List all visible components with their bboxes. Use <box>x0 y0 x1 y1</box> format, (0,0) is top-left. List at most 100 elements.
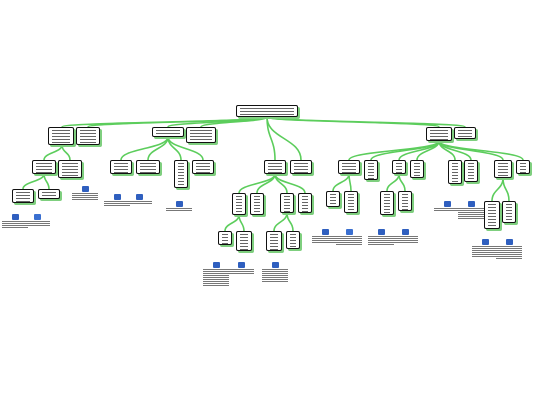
subtopic-node[interactable] <box>398 191 412 211</box>
connector-line <box>200 116 268 128</box>
subtopic-node[interactable] <box>136 160 160 174</box>
connector-line <box>398 173 406 192</box>
topic-node-left-b[interactable] <box>76 127 100 145</box>
connector-line <box>274 173 306 194</box>
subtopic-node[interactable] <box>12 189 34 203</box>
link-icon <box>467 201 475 207</box>
connector-line <box>238 214 245 232</box>
resource-leaf[interactable] <box>336 229 362 245</box>
topic-node-center-b[interactable] <box>186 127 216 143</box>
subtopic-node[interactable] <box>410 160 424 178</box>
connector-line <box>416 140 440 161</box>
subtopic-node[interactable] <box>392 160 406 174</box>
connector-line <box>266 116 466 128</box>
subtopic-node[interactable] <box>236 231 252 251</box>
subtopic-node[interactable] <box>298 193 312 213</box>
connector-line <box>266 116 302 161</box>
link-icon <box>321 229 329 235</box>
link-icon <box>377 229 385 235</box>
link-icon <box>481 239 489 245</box>
document-icon <box>33 214 41 220</box>
connector-line <box>332 173 350 192</box>
resource-leaf[interactable] <box>126 194 152 204</box>
connector-line <box>167 136 204 161</box>
resource-leaf[interactable] <box>392 229 418 243</box>
connector-line <box>22 173 45 190</box>
link-icon <box>237 262 245 268</box>
subtopic-node[interactable] <box>338 160 360 174</box>
subtopic-node[interactable] <box>32 160 56 174</box>
subtopic-node[interactable] <box>280 193 294 213</box>
subtopic-node[interactable] <box>218 231 232 245</box>
subtopic-node[interactable] <box>266 231 282 251</box>
topic-node-center[interactable] <box>152 127 184 137</box>
connector-line <box>491 177 504 202</box>
subtopic-node[interactable] <box>380 191 394 215</box>
subtopic-node[interactable] <box>364 160 378 180</box>
resource-leaf[interactable] <box>368 229 394 245</box>
link-icon <box>113 194 121 200</box>
resource-leaf[interactable] <box>472 239 498 257</box>
connector-line <box>348 173 352 192</box>
root-node[interactable] <box>236 105 298 117</box>
resource-leaf[interactable] <box>166 201 192 211</box>
subtopic-node[interactable] <box>232 193 246 215</box>
connector-line <box>386 173 400 192</box>
connector-line <box>61 144 71 161</box>
subtopic-node[interactable] <box>484 201 500 229</box>
subtopic-node[interactable] <box>448 160 462 184</box>
link-icon <box>271 262 279 268</box>
resource-leaf[interactable] <box>104 194 130 206</box>
link-icon <box>81 186 89 192</box>
resource-leaf[interactable] <box>203 262 229 286</box>
subtopic-node[interactable] <box>58 160 82 178</box>
connector-line <box>147 136 169 161</box>
subtopic-node[interactable] <box>286 231 300 249</box>
connector-line <box>438 140 504 161</box>
connector-line <box>286 212 294 232</box>
link-icon <box>401 229 409 235</box>
topic-node-right[interactable] <box>426 127 452 141</box>
link-icon <box>11 214 19 220</box>
subtopic-node[interactable] <box>264 160 286 174</box>
resource-leaf[interactable] <box>72 186 98 200</box>
connector-line <box>348 140 440 161</box>
link-icon <box>443 201 451 207</box>
resource-leaf[interactable] <box>434 201 460 211</box>
connector-line <box>438 140 524 161</box>
connector-line <box>502 177 510 202</box>
subtopic-node[interactable] <box>250 193 264 215</box>
subtopic-node[interactable] <box>290 160 312 174</box>
link-icon <box>505 239 513 245</box>
topic-node-left[interactable] <box>48 127 74 145</box>
subtopic-node[interactable] <box>192 160 214 174</box>
subtopic-node[interactable] <box>464 160 478 182</box>
resource-leaf[interactable] <box>312 229 338 243</box>
connector-line <box>120 136 169 161</box>
subtopic-node[interactable] <box>344 191 358 213</box>
resource-leaf[interactable] <box>24 214 50 226</box>
resource-leaf[interactable] <box>496 239 522 259</box>
subtopic-node[interactable] <box>110 160 132 174</box>
link-icon <box>135 194 143 200</box>
resource-leaf[interactable] <box>262 262 288 282</box>
topic-node-right-b[interactable] <box>454 127 476 139</box>
document-icon <box>345 229 353 235</box>
connector-line <box>43 173 50 190</box>
link-icon <box>175 201 183 207</box>
connector-line <box>43 144 63 161</box>
resource-leaf[interactable] <box>2 214 28 228</box>
subtopic-node[interactable] <box>174 160 188 188</box>
link-icon <box>212 262 220 268</box>
subtopic-node[interactable] <box>494 160 512 178</box>
connector-line <box>224 214 240 232</box>
subtopic-node[interactable] <box>326 191 340 207</box>
connector-line <box>273 212 288 232</box>
subtopic-node[interactable] <box>502 201 516 223</box>
resource-leaf[interactable] <box>228 262 254 274</box>
subtopic-node[interactable] <box>38 189 60 199</box>
subtopic-node[interactable] <box>516 160 530 174</box>
resource-leaf[interactable] <box>458 201 484 219</box>
